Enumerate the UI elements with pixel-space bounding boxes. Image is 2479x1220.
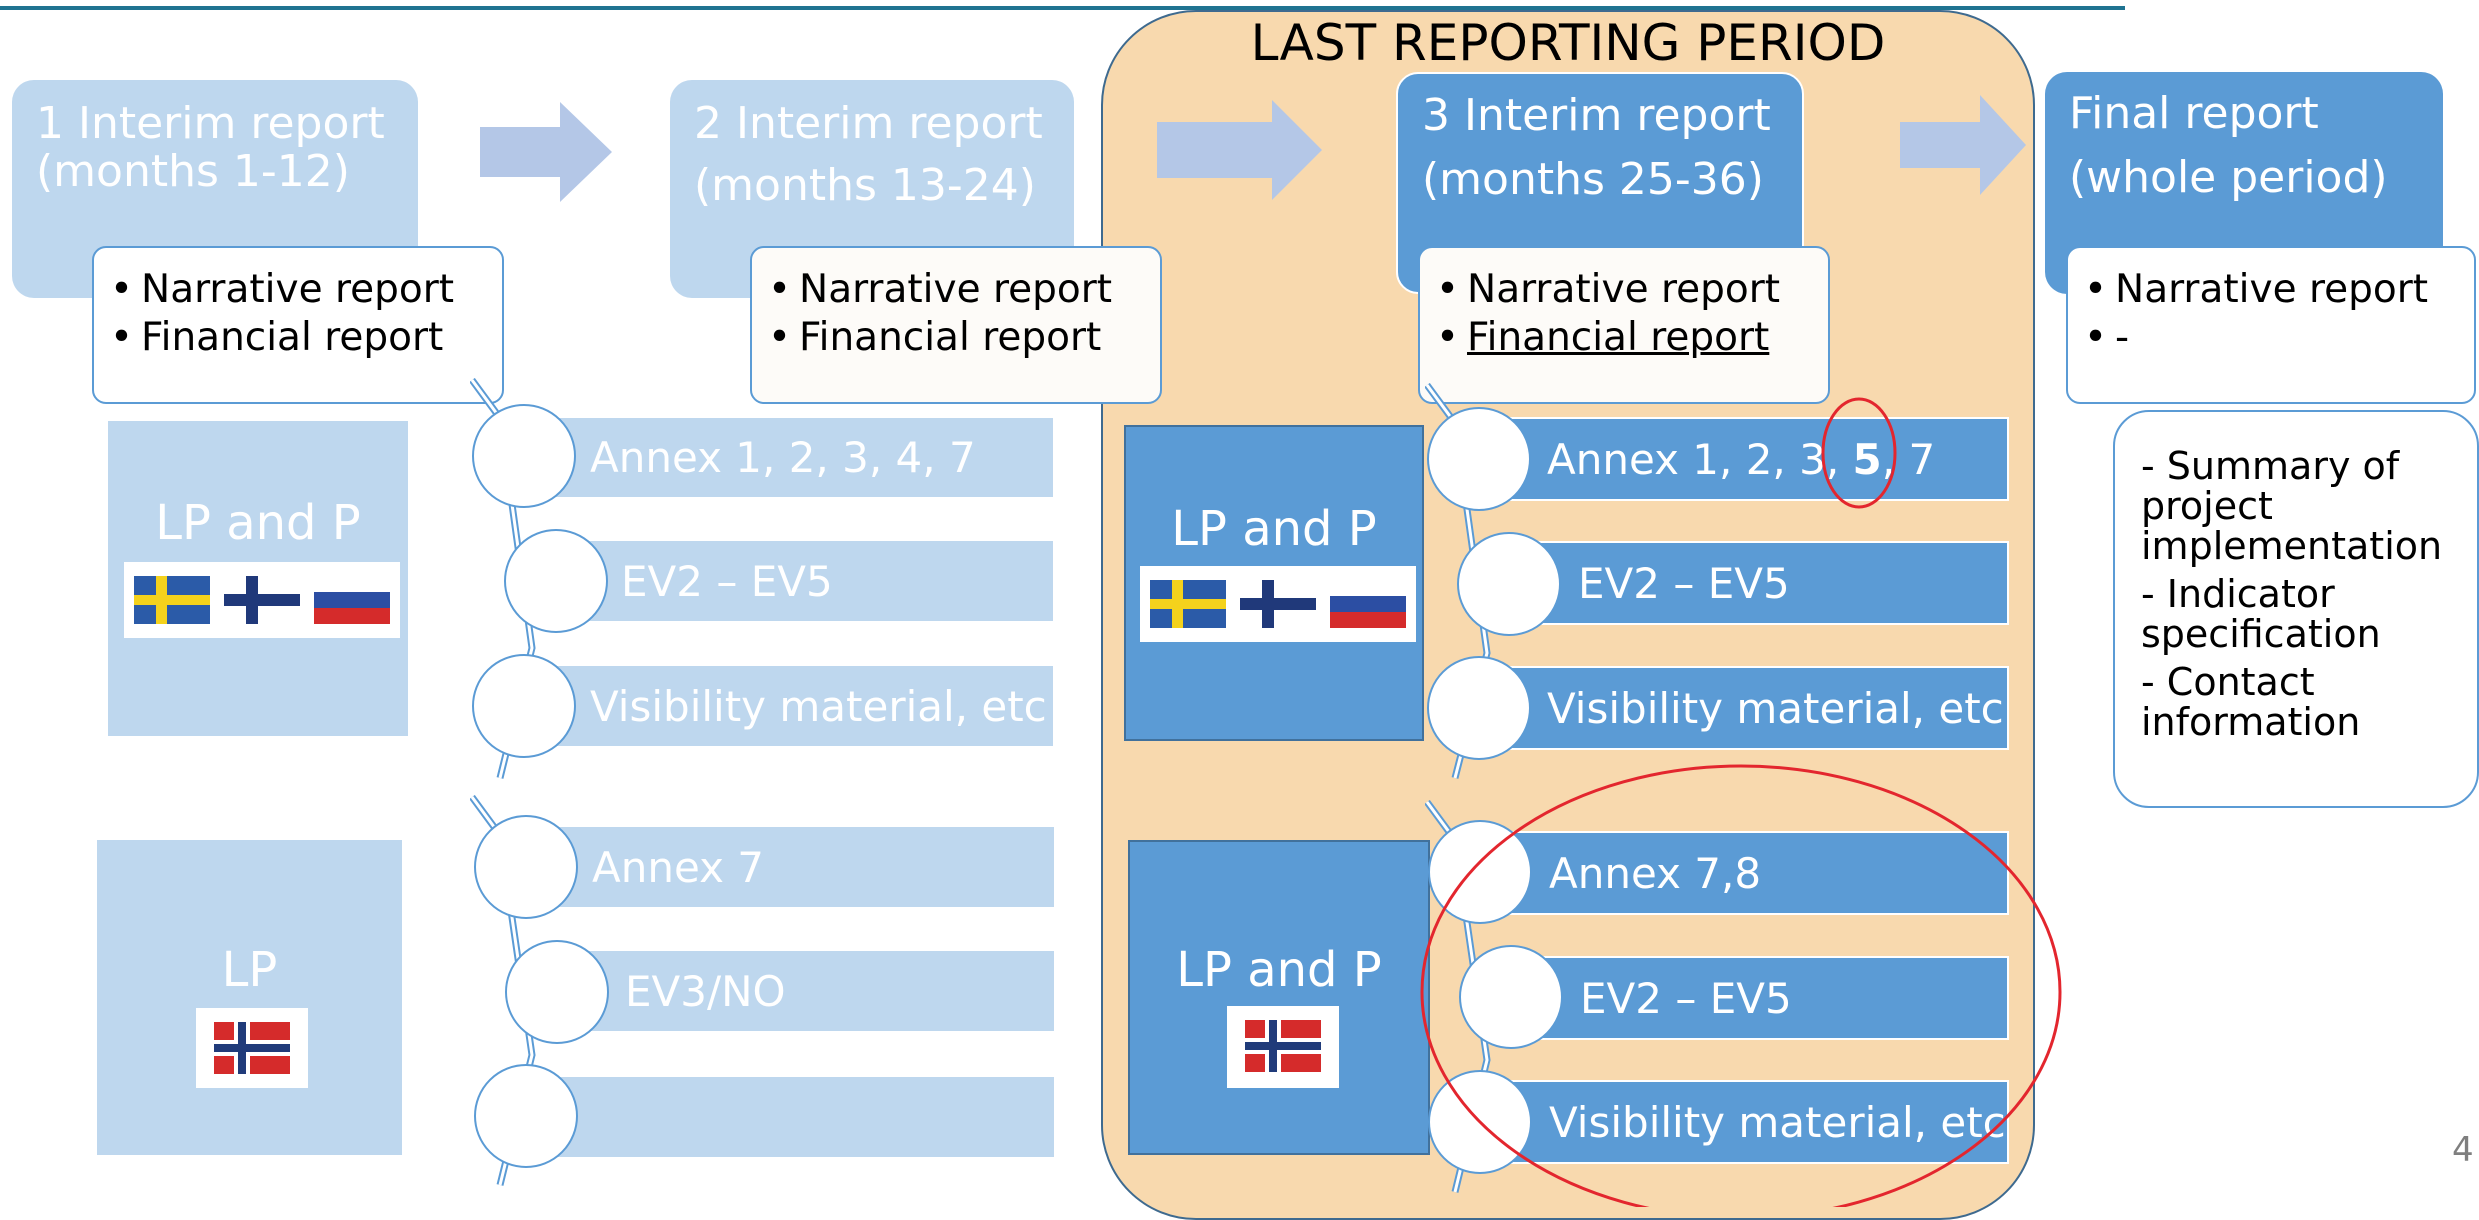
sweden-flag-icon — [134, 576, 210, 624]
bullet-narrative: Narrative report — [110, 266, 486, 314]
deliverable-bar: EV2 – EV5 — [565, 541, 1053, 621]
deliverable-bar: Annex 7 — [530, 827, 1054, 907]
deliverable-bar: EV3/NO — [565, 951, 1054, 1031]
timeline-node — [504, 529, 608, 633]
norway-flag-icon — [214, 1022, 290, 1074]
group-label: LP and P — [155, 495, 361, 551]
arrow-right-icon — [1157, 100, 1322, 200]
deliverable-bar: EV2 – EV5 — [1520, 541, 2009, 625]
top-rule — [0, 6, 2125, 10]
report-title: Final report — [2069, 88, 2319, 139]
partner-flags — [1140, 566, 1416, 642]
bullet-dash: - — [2084, 314, 2458, 362]
deliverables-box-final: Narrative report - — [2066, 246, 2476, 404]
timeline-node — [1457, 532, 1561, 636]
deliverable-bar: Visibility material, etc — [1485, 666, 2009, 750]
summary-item: - Summary of project implementation — [2141, 444, 2443, 568]
bar-label: EV2 – EV5 — [1578, 558, 1790, 608]
highlight-ellipse-norway-deliverables — [1420, 764, 2062, 1207]
deliverable-bar: EV2 – EV5 — [1520, 956, 2009, 1040]
bullet-financial-underlined: Financial report — [1467, 315, 1770, 360]
bar-label: EV3/NO — [625, 966, 786, 1016]
bar-label: Annex 1, 2, 3, — [1547, 434, 1853, 484]
russia-flag-icon — [1330, 580, 1406, 628]
norway-flag-icon — [1245, 1020, 1321, 1072]
arrow-right-icon — [480, 102, 612, 202]
deliverable-bar: Annex 1, 2, 3, 4, 7 — [530, 418, 1053, 497]
deliverable-bar: Visibility material, etc — [530, 666, 1053, 746]
finland-flag-icon — [1240, 580, 1316, 628]
deliverable-bar: Annex 7,8 — [1485, 831, 2009, 915]
timeline-node — [472, 404, 576, 508]
bullet-narrative: Narrative report — [2084, 266, 2458, 314]
group-label: LP — [221, 942, 278, 998]
timeline-node — [474, 1064, 578, 1168]
deliverables-box-3: Narrative report Financial report — [1418, 246, 1830, 404]
group-label: LP and P — [1171, 501, 1377, 557]
partner-flags — [1227, 1006, 1339, 1088]
timeline-node — [1428, 820, 1532, 924]
bar-label: Visibility material, etc — [1547, 683, 2004, 733]
finland-flag-icon — [224, 576, 300, 624]
report-months: (months 13-24) — [694, 160, 1036, 211]
deliverables-box-2: Narrative report Financial report — [750, 246, 1162, 404]
bullet-financial: Financial report — [110, 314, 486, 362]
deliverable-bar: Visibility material, etc — [1485, 1080, 2009, 1164]
timeline-node — [1427, 407, 1531, 511]
summary-item: - Indicator specification — [2141, 572, 2381, 656]
timeline-node — [505, 940, 609, 1044]
highlight-circle-annex-5 — [1821, 397, 1897, 509]
bullet-financial: Financial report — [768, 314, 1144, 362]
final-report-contents: - Summary of project implementation - In… — [2113, 410, 2479, 808]
report-months: (whole period) — [2069, 152, 2388, 203]
summary-item: - Contact information — [2141, 660, 2361, 744]
page-number: 4 — [2452, 1130, 2474, 1170]
russia-flag-icon — [314, 576, 390, 624]
timeline-node — [472, 654, 576, 758]
timeline-node — [474, 815, 578, 919]
deliverable-bar — [530, 1077, 1054, 1157]
bar-label: Annex 7 — [592, 842, 764, 892]
timeline-node — [1427, 656, 1531, 760]
partner-flags — [196, 1008, 308, 1088]
report-months: (months 25-36) — [1422, 154, 1764, 205]
period-title: LAST REPORTING PERIOD — [1250, 14, 1886, 72]
report-title: 3 Interim report — [1422, 90, 1771, 141]
bar-label: EV2 – EV5 — [621, 556, 833, 606]
deliverable-bar: Annex 1, 2, 3, 5, 7 — [1485, 417, 2009, 501]
bullet-narrative: Narrative report — [768, 266, 1144, 314]
partner-flags — [124, 562, 400, 638]
arrow-right-icon — [1900, 95, 2026, 195]
sweden-flag-icon — [1150, 580, 1226, 628]
bar-label: EV2 – EV5 — [1580, 973, 1792, 1023]
partner-group-lp: LP — [97, 840, 402, 1155]
report-title: 1 Interim report — [36, 98, 385, 149]
bullet-narrative: Narrative report — [1436, 266, 1812, 314]
group-label: LP and P — [1176, 942, 1382, 998]
bar-label-bold: 5 — [1852, 434, 1882, 484]
report-title: 2 Interim report — [694, 98, 1043, 149]
timeline-node — [1459, 945, 1563, 1049]
partner-group-lp-and-p: LP and P — [1128, 840, 1430, 1155]
report-months: (months 1-12) — [36, 146, 350, 197]
bar-label: Visibility material, etc — [1549, 1097, 2006, 1147]
bar-label: , 7 — [1881, 434, 1936, 484]
bar-label: Annex 1, 2, 3, 4, 7 — [590, 433, 976, 482]
deliverables-box-1: Narrative report Financial report — [92, 246, 504, 404]
bullet-financial: Financial report — [1436, 314, 1812, 362]
bar-label: Annex 7,8 — [1549, 848, 1762, 898]
bar-label: Visibility material, etc — [590, 681, 1047, 731]
